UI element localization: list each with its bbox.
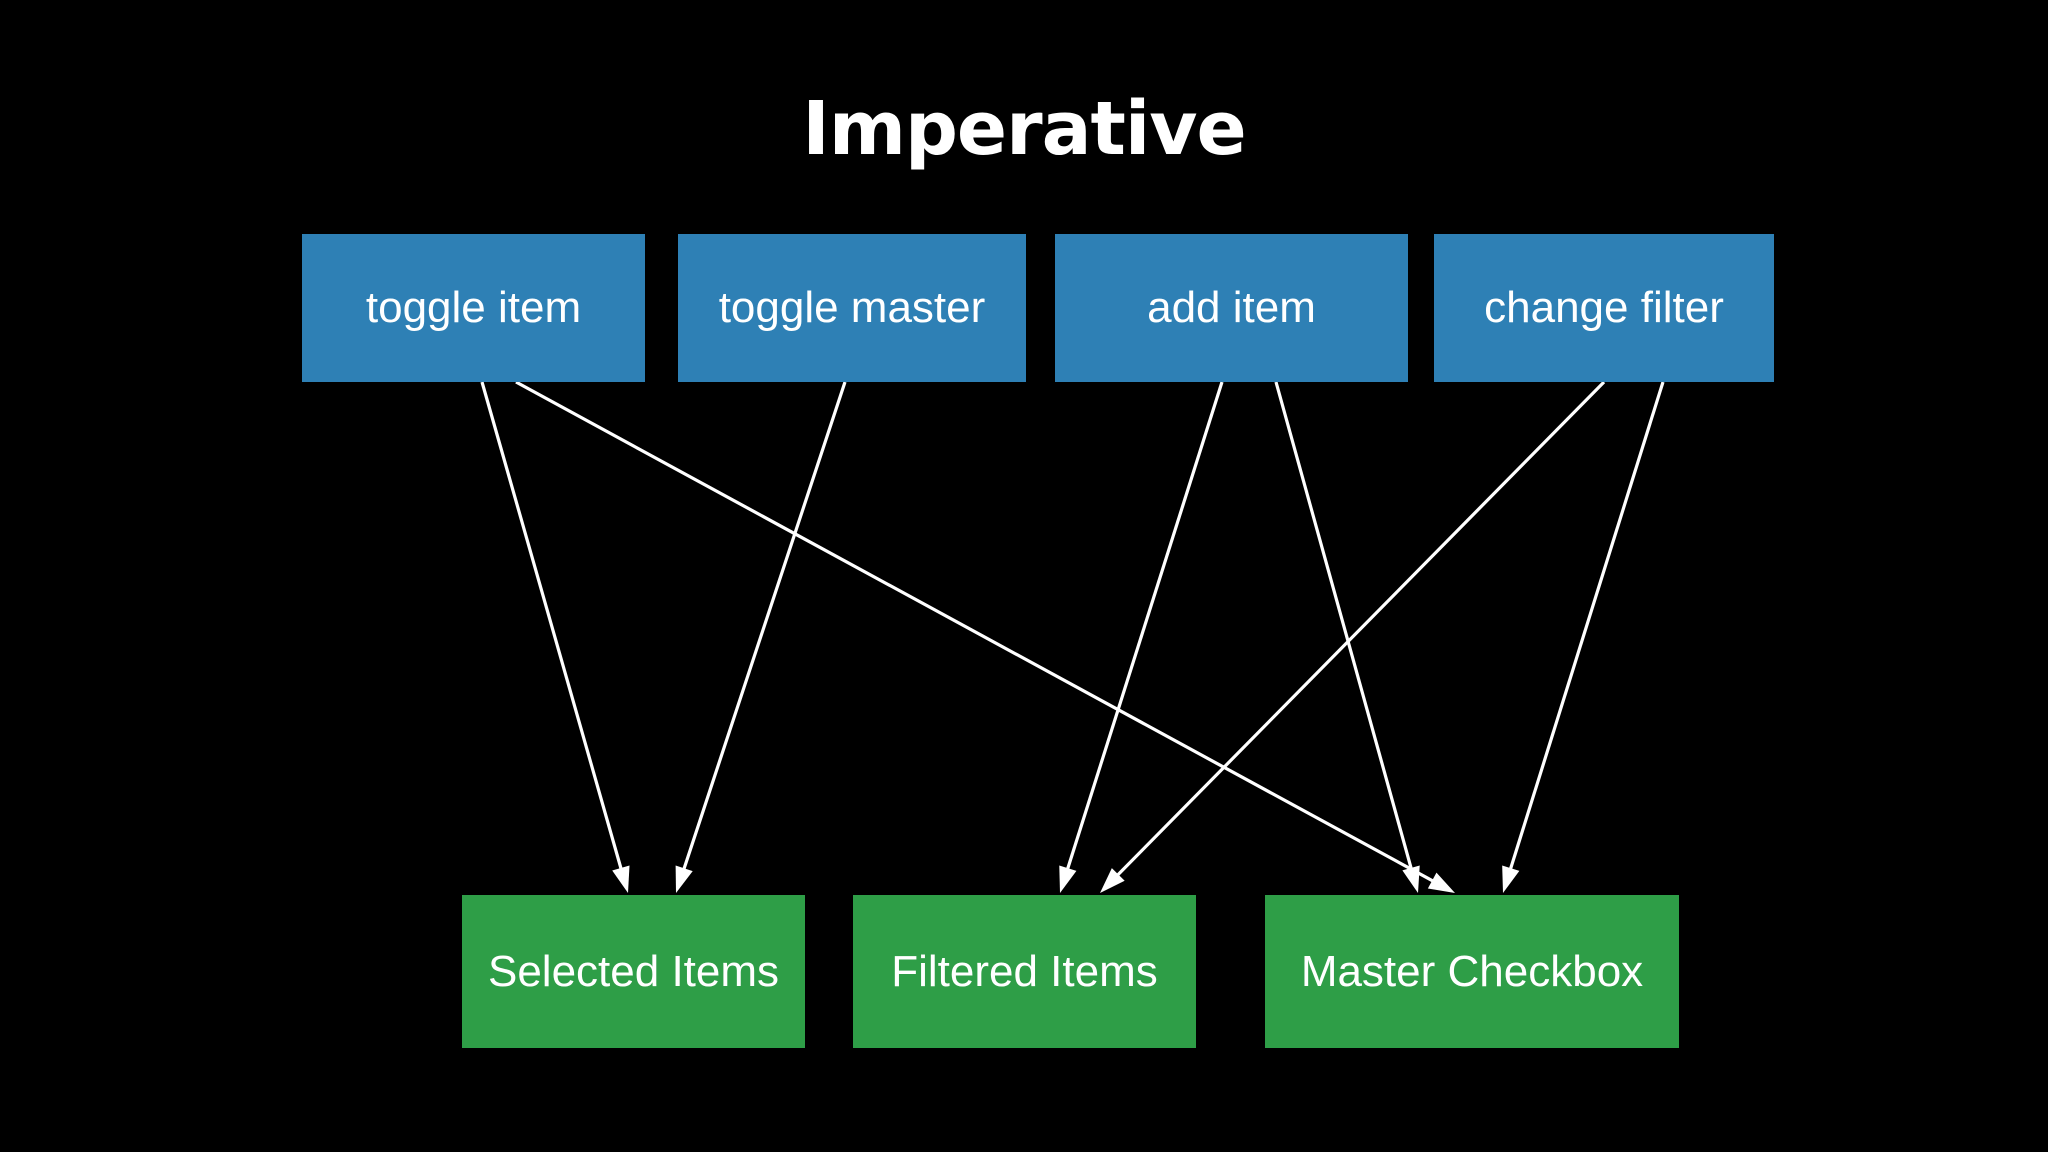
- edge-toggle-item-to-master-checkbox: [515, 380, 1455, 893]
- edge-line: [1274, 381, 1415, 876]
- edge-add-item-to-master-checkbox: [1274, 381, 1420, 893]
- edge-line: [480, 381, 625, 876]
- state-node-label: Master Checkbox: [1300, 946, 1644, 996]
- edge-change-filter-to-filtered-items: [1100, 380, 1606, 893]
- arrowhead-icon: [1502, 865, 1520, 893]
- state-node-label: Selected Items: [487, 946, 780, 996]
- action-node-toggle-master[interactable]: toggle master: [678, 234, 1026, 382]
- edge-line: [515, 380, 1440, 886]
- arrowhead-icon: [1100, 868, 1125, 893]
- arrowhead-icon: [1427, 872, 1455, 893]
- edge-toggle-item-to-selected-items: [480, 381, 630, 893]
- action-node-change-filter[interactable]: change filter: [1434, 234, 1774, 382]
- arrowhead-icon: [1402, 865, 1420, 893]
- edge-toggle-master-to-selected-items: [675, 381, 847, 893]
- action-node-label: toggle item: [365, 283, 582, 332]
- page-title: Imperative: [802, 86, 1246, 172]
- action-node-add-item[interactable]: add item: [1055, 234, 1408, 382]
- edge-line: [1112, 380, 1606, 881]
- arrowhead-icon: [1059, 865, 1077, 893]
- edge-line: [1064, 381, 1224, 876]
- edge-change-filter-to-master-checkbox: [1502, 381, 1665, 893]
- state-node-label: Filtered Items: [891, 946, 1158, 996]
- edge-add-item-to-filtered-items: [1059, 381, 1224, 893]
- action-node-toggle-item[interactable]: toggle item: [302, 234, 645, 382]
- state-node-master-checkbox[interactable]: Master Checkbox: [1265, 895, 1679, 1048]
- arrowhead-icon: [612, 865, 630, 893]
- action-node-label: add item: [1147, 283, 1316, 332]
- state-node-filtered-items[interactable]: Filtered Items: [853, 895, 1196, 1048]
- action-node-label: toggle master: [718, 283, 986, 332]
- edge-line: [1507, 381, 1665, 876]
- arrowhead-icon: [675, 865, 693, 893]
- action-node-label: change filter: [1484, 283, 1724, 332]
- edge-line: [680, 381, 847, 876]
- state-node-selected-items[interactable]: Selected Items: [462, 895, 805, 1048]
